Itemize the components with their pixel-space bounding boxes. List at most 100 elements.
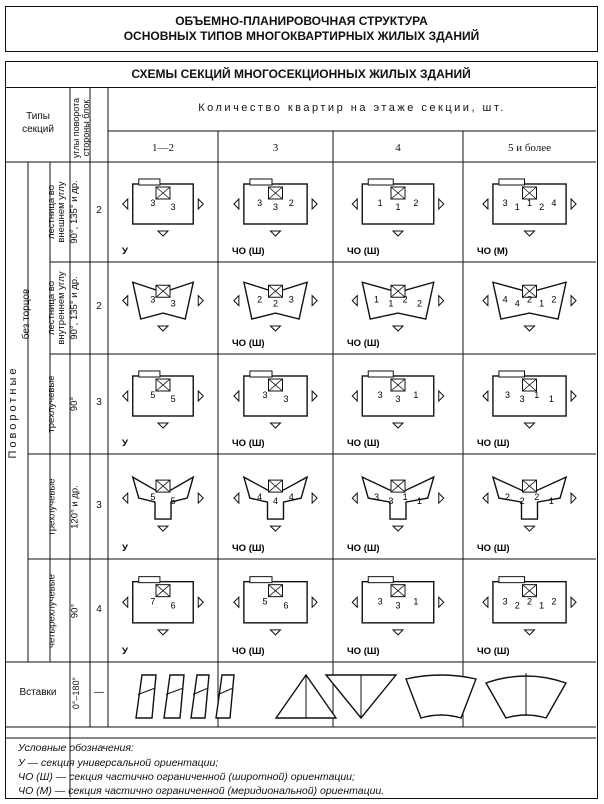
scheme-r1-c1-num-2: 3 bbox=[171, 202, 176, 212]
legend-item-2: ЧО (Ш) — секция частично ограниченной (ш… bbox=[18, 771, 355, 783]
column-header-2: 3 bbox=[272, 142, 279, 154]
scheme-r4-c3-arrow-down bbox=[391, 525, 405, 532]
scheme-r2-c2-arrow-right bbox=[311, 294, 318, 307]
scheme-r3-c1-tag: У bbox=[122, 438, 128, 449]
scheme-r2-c4-num-5: 2 bbox=[551, 295, 556, 305]
scheme-r3-c1-stair-x2 bbox=[155, 378, 171, 392]
scheme-r4-c4-arrow-left bbox=[482, 491, 489, 505]
scheme-r1-c4-num-4: 2 bbox=[539, 202, 544, 212]
scheme-r4-c2-arrow-right bbox=[311, 491, 318, 505]
scheme-r2-c2-num-1: 2 bbox=[257, 295, 262, 305]
header-apartments: Количество квартир на этаже секции, шт. bbox=[198, 102, 506, 114]
scheme-r1-c2-num-2: 3 bbox=[273, 202, 278, 212]
row-sides-2: 2 bbox=[96, 301, 102, 312]
scheme-r5-c2-arrow-down bbox=[269, 629, 282, 636]
scheme-r1-c1-num-1: 3 bbox=[150, 198, 155, 208]
scheme-r1-c2-arrow-down bbox=[269, 230, 282, 237]
scheme-r1-c2-stair-x2 bbox=[268, 186, 283, 200]
title-line-2: ОСНОВНЫХ ТИПОВ МНОГОКВАРТИРНЫХ ЖИЛЫХ ЗДА… bbox=[123, 29, 480, 43]
scheme-r2-c1-arrow-right bbox=[197, 294, 204, 307]
scheme-r5-c3-arrow-right bbox=[438, 596, 445, 609]
scheme-r2-c4-num-2: 4 bbox=[515, 299, 520, 309]
scheme-r5-c4-tag: ЧО (Ш) bbox=[477, 646, 510, 657]
header-types-line1: Типы bbox=[26, 111, 50, 122]
scheme-r1-c4-arrow-right bbox=[570, 197, 577, 211]
scheme-r1-c4-num-5: 4 bbox=[551, 198, 556, 208]
scheme-r3-c4-tag: ЧО (Ш) bbox=[477, 438, 510, 449]
scheme-r1-c3-num-2: 1 bbox=[395, 202, 400, 212]
scheme-r2-c3-arrow-down bbox=[391, 325, 405, 332]
scheme-r5-c3-tag: ЧО (Ш) bbox=[347, 646, 380, 657]
scheme-r4-c4-num-1: 2 bbox=[505, 492, 510, 502]
scheme-r2-c2-tag: ЧО (Ш) bbox=[232, 338, 265, 349]
inserts-sides: — bbox=[94, 687, 104, 698]
scheme-r4-c4-arrow-down bbox=[523, 525, 536, 532]
scheme-r1-c4-stair-x2 bbox=[522, 186, 537, 200]
scheme-r4-c1-arrow-left bbox=[122, 491, 129, 505]
scheme-r4-c2-stair-x2 bbox=[268, 479, 283, 493]
scheme-r4-c3-arrow-left bbox=[351, 491, 358, 505]
scheme-table: СХЕМЫ СЕКЦИЙ МНОГОСЕКЦИОННЫХ ЖИЛЫХ ЗДАНИ… bbox=[5, 61, 598, 799]
scheme-r5-c4-num-1: 3 bbox=[503, 596, 508, 606]
scheme-r3-c3-arrow-right bbox=[438, 389, 445, 403]
scheme-r1-c4-num-1: 3 bbox=[503, 198, 508, 208]
header-types-line2: секций bbox=[22, 124, 54, 135]
scheme-r1-c2-arrow-left bbox=[233, 197, 240, 211]
insert-wedge-4 bbox=[215, 674, 235, 719]
scheme-r1-c3-stair-x2 bbox=[390, 186, 406, 200]
scheme-r3-c2-wing bbox=[249, 370, 273, 378]
scheme-r2-c4-num-3: 2 bbox=[527, 295, 532, 305]
scheme-r5-c4-num-4: 1 bbox=[539, 600, 544, 610]
scheme-r3-c3-tag: ЧО (Ш) bbox=[347, 438, 380, 449]
page-title: ОБЪЕМНО-ПЛАНИРОВОЧНАЯ СТРУКТУРА ОСНОВНЫХ… bbox=[5, 6, 598, 52]
scheme-r4-c2-num-3: 4 bbox=[289, 492, 294, 502]
table-caption: СХЕМЫ СЕКЦИЙ МНОГОСЕКЦИОННЫХ ЖИЛЫХ ЗДАНИ… bbox=[6, 62, 596, 88]
scheme-r5-c3-stair-x2 bbox=[390, 584, 406, 597]
scheme-r1-c3-num-1: 1 bbox=[378, 198, 383, 208]
scheme-r5-c3-arrow-down bbox=[391, 629, 405, 636]
scheme-r3-c2-num-2: 3 bbox=[284, 394, 289, 404]
scheme-r5-c4-arrow-left bbox=[482, 596, 489, 609]
scheme-r2-c4-stair-x2 bbox=[522, 284, 537, 298]
scheme-r1-c2-wing bbox=[249, 178, 273, 186]
scheme-r5-c1-wing bbox=[138, 576, 161, 584]
scheme-r3-c2-arrow-left bbox=[233, 389, 240, 403]
scheme-r1-c4-arrow-down bbox=[523, 230, 536, 237]
scheme-r5-c4-num-5: 2 bbox=[551, 596, 556, 606]
scheme-r1-c1-wing bbox=[138, 178, 161, 186]
scheme-r4-c3-num-3: 1 bbox=[403, 492, 408, 502]
scheme-r2-c3-tag: ЧО (Ш) bbox=[347, 338, 380, 349]
scheme-r2-c2-stair-x2 bbox=[268, 284, 283, 298]
scheme-r3-c4-arrow-right bbox=[570, 389, 577, 403]
scheme-r5-c1-stair-x2 bbox=[155, 584, 171, 597]
inserts-label: Вставки bbox=[19, 687, 57, 698]
scheme-r3-c4-num-3: 1 bbox=[534, 390, 539, 400]
scheme-r4-c4-num-2: 2 bbox=[520, 496, 525, 506]
scheme-r5-c1-arrow-left bbox=[122, 596, 129, 609]
scheme-r1-c2-tag: ЧО (Ш) bbox=[232, 246, 265, 257]
insert-wedge-2-tread bbox=[165, 688, 183, 695]
column-header-1: 1—2 bbox=[152, 142, 174, 154]
scheme-r5-c4-stair-x2 bbox=[522, 584, 537, 597]
scheme-r2-c2-arrow-down bbox=[269, 325, 282, 332]
scheme-r4-c3-arrow-right bbox=[438, 491, 445, 505]
scheme-r1-c3-arrow-right bbox=[438, 197, 445, 211]
scheme-r4-c1-arrow-down bbox=[156, 525, 170, 532]
scheme-r2-c1-stair-x2 bbox=[155, 284, 171, 298]
scheme-r2-c4-arrow-right bbox=[570, 294, 577, 307]
scheme-r5-c4-num-2: 2 bbox=[515, 600, 520, 610]
scheme-r5-c1-arrow-right bbox=[197, 596, 204, 609]
scheme-r4-c3-num-4: 1 bbox=[417, 496, 422, 506]
scheme-r3-c4-num-4: 1 bbox=[549, 394, 554, 404]
scheme-r3-c1-arrow-left bbox=[122, 389, 129, 403]
scheme-r4-c1-num-2: 5 bbox=[171, 496, 176, 506]
scheme-r5-c2-arrow-left bbox=[233, 596, 240, 609]
scheme-r4-c2-arrow-left bbox=[233, 491, 240, 505]
scheme-r2-c3-num-3: 2 bbox=[403, 295, 408, 305]
scheme-r3-c1-arrow-down bbox=[156, 422, 170, 429]
title-line-1: ОБЪЕМНО-ПЛАНИРОВОЧНАЯ СТРУКТУРА bbox=[175, 14, 428, 28]
scheme-r5-c3-num-2: 3 bbox=[395, 600, 400, 610]
scheme-r3-c3-stair-x2 bbox=[390, 378, 406, 392]
scheme-r4-c1-arrow-right bbox=[197, 491, 204, 505]
